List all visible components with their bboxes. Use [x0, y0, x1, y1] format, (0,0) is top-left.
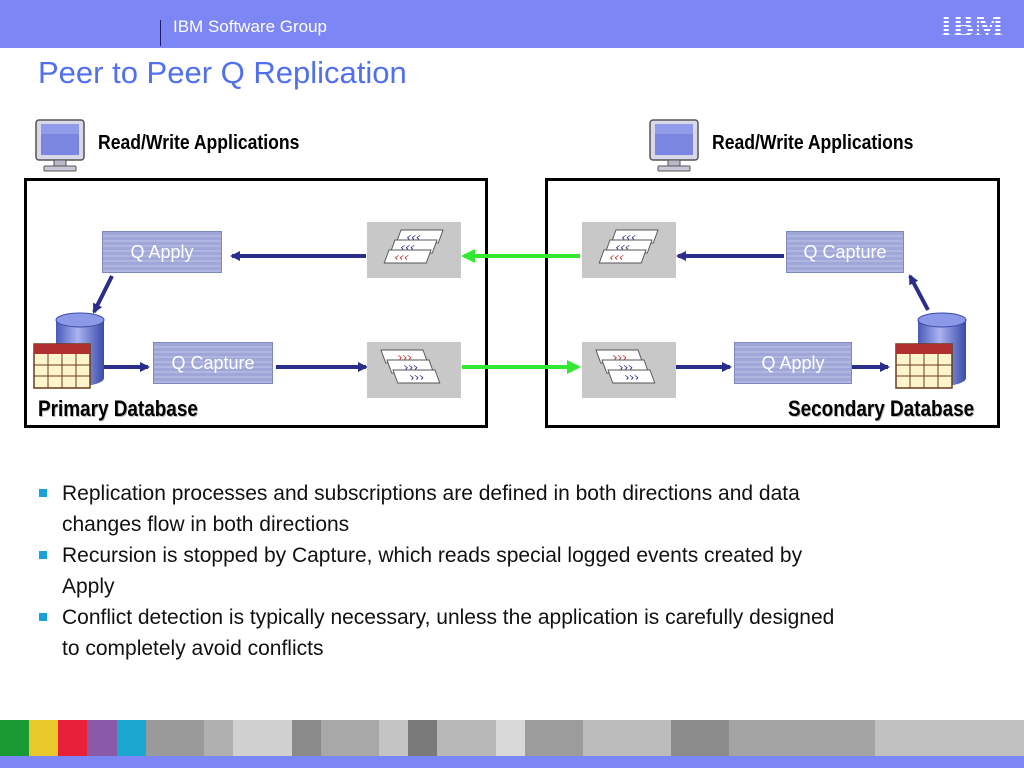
q-apply-box-right: Q Apply: [734, 342, 852, 384]
database-icon-secondary: [895, 312, 967, 389]
message-stack-icon: ‹‹‹ ‹‹‹ ‹‹‹: [383, 229, 444, 264]
footer-swatch: [379, 720, 409, 756]
footer-swatch: [583, 720, 671, 756]
svg-text:IBM: IBM: [940, 9, 1004, 41]
app-label-right: Read/Write Applications: [712, 132, 914, 154]
footer-swatch: [116, 720, 146, 756]
database-icon-primary: [33, 312, 105, 389]
message-stack-icon: ››› ››› ›››: [380, 349, 441, 384]
footer-swatch: [874, 720, 1024, 756]
header-bar: IBM Software Group IBM: [0, 0, 1024, 48]
q-apply-box-left: Q Apply: [102, 231, 222, 273]
footer-swatch: [58, 720, 88, 756]
q-capture-box-right: Q Capture: [786, 231, 904, 273]
footer-swatch: [408, 720, 438, 756]
app-label-left: Read/Write Applications: [98, 132, 300, 154]
footer-swatch: [145, 720, 205, 756]
footer-swatch: [524, 720, 584, 756]
ibm-logo: IBM: [940, 9, 1004, 41]
bullet-item: Conflict detection is typically necessar…: [36, 602, 856, 664]
queue-icon-right-top: ‹‹‹ ‹‹‹ ‹‹‹: [582, 222, 676, 278]
svg-text:‹‹‹: ‹‹‹: [392, 249, 412, 264]
footer-swatch: [204, 720, 234, 756]
bullet-square-icon: [39, 613, 47, 621]
footer-swatch: [0, 720, 30, 756]
message-stack-icon: ››› ››› ›››: [595, 349, 656, 384]
arrow-secondary-db-to-qcapture: [908, 274, 930, 311]
primary-database-label: Primary Database: [38, 396, 198, 421]
footer-swatch: [233, 720, 292, 756]
header-group-name: IBM Software Group: [173, 17, 328, 36]
queue-icon-left-top: ‹‹‹ ‹‹‹ ‹‹‹: [367, 222, 461, 278]
bullet-square-icon: [39, 551, 47, 559]
page-title: Peer to Peer Q Replication: [38, 55, 407, 90]
footer-swatch: [670, 720, 729, 756]
message-stack-icon: ‹‹‹ ‹‹‹ ‹‹‹: [598, 229, 659, 264]
arrow-qapply-to-primary-db: [92, 275, 114, 314]
footer-swatch: [728, 720, 875, 756]
monitor-icon-right: [649, 119, 699, 172]
footer-swatch: [495, 720, 525, 756]
footer-swatch: [291, 720, 321, 756]
footer-swatch: [87, 720, 117, 756]
svg-text:›››: ›››: [407, 369, 427, 384]
footer-swatch: [29, 720, 59, 756]
queue-icon-left-bottom: ››› ››› ›››: [367, 342, 461, 398]
footer-swatch: [320, 720, 380, 756]
footer-bar: [0, 756, 1024, 768]
bullet-item: Recursion is stopped by Capture, which r…: [36, 540, 856, 602]
svg-text:‹‹‹: ‹‹‹: [607, 249, 627, 264]
footer-color-strip: [0, 720, 1024, 756]
queue-icon-right-bottom: ››› ››› ›››: [582, 342, 676, 398]
header-separator: [160, 20, 161, 46]
bullet-list: Replication processes and subscriptions …: [36, 478, 856, 664]
q-capture-box-left: Q Capture: [153, 342, 273, 384]
footer-swatch: [437, 720, 496, 756]
monitor-icon-left: [35, 119, 85, 172]
bullet-square-icon: [39, 489, 47, 497]
secondary-database-label: Secondary Database: [788, 396, 975, 421]
svg-text:›››: ›››: [622, 369, 642, 384]
bullet-item: Replication processes and subscriptions …: [36, 478, 856, 540]
